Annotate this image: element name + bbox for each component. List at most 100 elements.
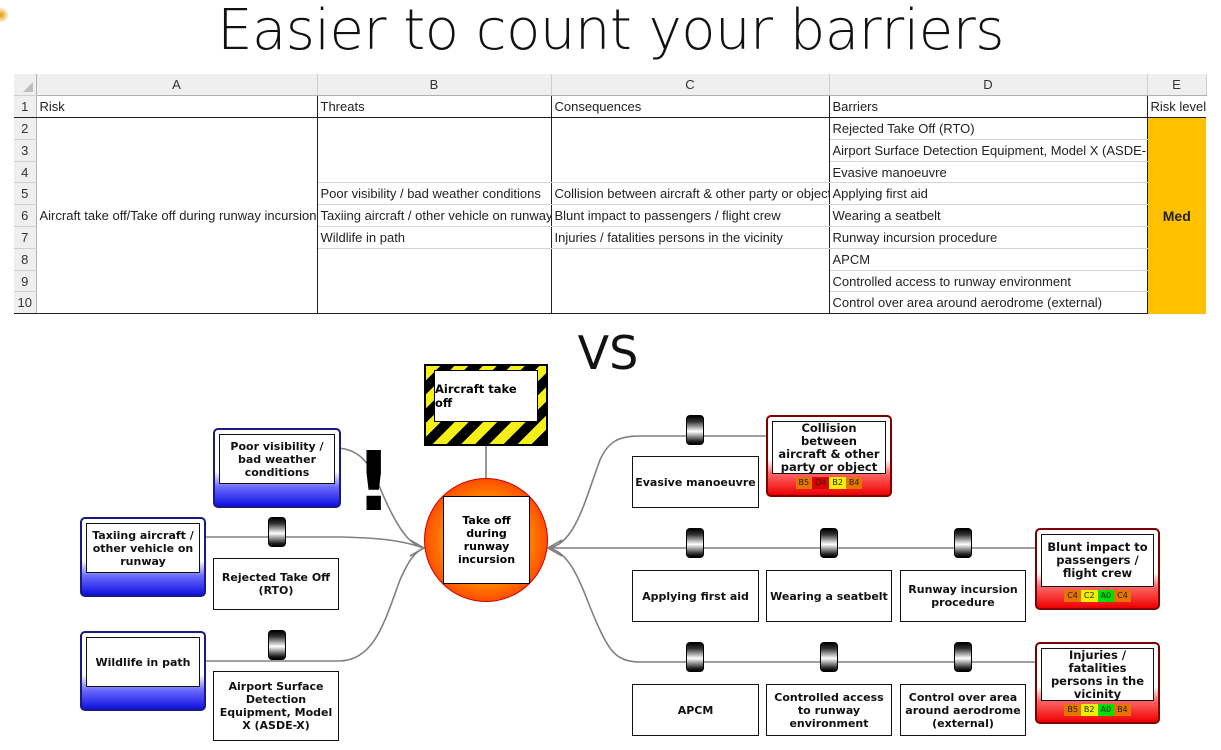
- threat-node[interactable]: Poor visibility / bad weather conditions: [213, 428, 341, 508]
- cell[interactable]: [317, 270, 552, 292]
- cell[interactable]: [551, 291, 830, 315]
- connector-line: [205, 536, 425, 549]
- hazard-node[interactable]: Aircraft take off: [424, 364, 548, 446]
- risk-rating-badge: B2: [1080, 704, 1098, 716]
- barrier-handle-icon: [954, 642, 972, 672]
- cell[interactable]: [551, 161, 830, 184]
- row-header[interactable]: 3: [14, 139, 37, 162]
- cell[interactable]: [551, 248, 830, 271]
- cell-barrier[interactable]: Applying first aid: [829, 182, 1148, 206]
- consequence-label: Blunt impact to passengers / flight crew: [1041, 534, 1154, 587]
- cell-header-threats[interactable]: Threats: [317, 95, 552, 119]
- cell[interactable]: [317, 291, 552, 315]
- cell-threat[interactable]: Wildlife in path: [317, 226, 552, 249]
- column-header-a[interactable]: A: [36, 74, 318, 97]
- cell-barrier[interactable]: Runway incursion procedure: [829, 226, 1148, 249]
- barrier-node[interactable]: Airport Surface Detection Equipment, Mod…: [213, 671, 339, 741]
- barrier-node[interactable]: Wearing a seatbelt: [766, 570, 892, 622]
- barrier-handle-icon: [820, 642, 838, 672]
- column-header-d[interactable]: D: [829, 74, 1148, 97]
- row-header[interactable]: 4: [14, 161, 37, 184]
- barrier-node[interactable]: APCM: [632, 684, 759, 736]
- barrier-node[interactable]: Evasive manoeuvre: [632, 456, 759, 508]
- cell[interactable]: [551, 270, 830, 292]
- row-header[interactable]: 8: [14, 248, 37, 271]
- barrier-handle-icon: [686, 415, 704, 445]
- threat-node[interactable]: Wildlife in path: [80, 631, 206, 711]
- consequence-node[interactable]: Collision between aircraft & other party…: [766, 415, 892, 497]
- barrier-node[interactable]: Applying first aid: [632, 570, 759, 622]
- connector-lines: [205, 435, 1037, 663]
- barrier-node[interactable]: Runway incursion procedure: [900, 570, 1026, 622]
- cell-header-risk-level[interactable]: Risk level: [1147, 95, 1206, 119]
- spreadsheet: A B C D E 1 Risk Threats Consequences Ba…: [14, 74, 1207, 315]
- cell-barrier[interactable]: Rejected Take Off (RTO): [829, 117, 1148, 140]
- column-header-e[interactable]: E: [1147, 74, 1207, 97]
- barrier-node[interactable]: Controlled access to runway environment: [766, 684, 892, 736]
- row-header[interactable]: 6: [14, 204, 37, 228]
- connector-line: [547, 435, 770, 549]
- consequence-node[interactable]: Injuries / fatalities persons in the vic…: [1035, 642, 1160, 724]
- cell-header-barriers[interactable]: Barriers: [829, 95, 1148, 119]
- row-header[interactable]: 1: [14, 95, 37, 119]
- cell-consequence[interactable]: Injuries / fatalities persons in the vic…: [551, 226, 830, 249]
- connector-line: [547, 547, 1037, 663]
- table-row: 2 Rejected Take Off (RTO) Med: [14, 117, 1206, 314]
- cell-barrier[interactable]: Controlled access to runway environment: [829, 270, 1148, 293]
- connector-arrow: [546, 539, 563, 557]
- top-event-node[interactable]: Take off during runway incursion: [424, 478, 548, 602]
- cell-threat[interactable]: Poor visibility / bad weather conditions: [317, 182, 552, 206]
- risk-rating-badge: B2: [829, 477, 846, 489]
- cell-barrier[interactable]: Wearing a seatbelt: [829, 204, 1148, 228]
- barrier-node[interactable]: Rejected Take Off (RTO): [213, 558, 339, 610]
- cell-header-risk[interactable]: Risk: [36, 95, 318, 119]
- bowtie-diagram: ! Aircraft take off Take off during runw…: [0, 340, 1221, 750]
- table-row: 7 Wildlife in path Injuries / fatalities…: [14, 226, 1206, 249]
- row-header[interactable]: 10: [14, 291, 37, 315]
- cell-barrier[interactable]: Evasive manoeuvre: [829, 161, 1148, 184]
- cell[interactable]: [36, 291, 318, 315]
- exclamation-icon: !: [355, 435, 393, 530]
- cell[interactable]: [36, 139, 318, 162]
- cell[interactable]: [36, 248, 318, 271]
- threat-label: Poor visibility / bad weather conditions: [219, 434, 335, 484]
- cell[interactable]: [317, 117, 552, 140]
- row-header[interactable]: 5: [14, 182, 37, 206]
- threat-node[interactable]: Taxiing aircraft / other vehicle on runw…: [80, 517, 206, 597]
- select-all-corner[interactable]: [14, 74, 37, 97]
- cell-consequence[interactable]: Collision between aircraft & other party…: [551, 182, 830, 206]
- cell[interactable]: [317, 139, 552, 162]
- cell[interactable]: [317, 248, 552, 271]
- consequence-node[interactable]: Blunt impact to passengers / flight crew…: [1035, 528, 1160, 610]
- barrier-node[interactable]: Control over area around aerodrome (exte…: [900, 684, 1026, 736]
- hazard-label: Aircraft take off: [434, 370, 538, 422]
- row-header[interactable]: 9: [14, 270, 37, 293]
- cell[interactable]: [36, 117, 318, 140]
- risk-rating-badge: B5: [795, 477, 813, 489]
- row-header[interactable]: 2: [14, 117, 37, 140]
- cell-consequence[interactable]: Blunt impact to passengers / flight crew: [551, 204, 830, 228]
- cell[interactable]: [551, 117, 830, 140]
- cell-barrier[interactable]: Control over area around aerodrome (exte…: [829, 291, 1148, 315]
- cell[interactable]: [36, 182, 318, 205]
- risk-rating-badge: A0: [1097, 590, 1115, 602]
- table-row: 6 Aircraft take off/Take off during runw…: [14, 204, 1206, 228]
- column-header-c[interactable]: C: [551, 74, 830, 97]
- cell[interactable]: [551, 139, 830, 162]
- cell[interactable]: [36, 226, 318, 249]
- cell-header-consequences[interactable]: Consequences: [551, 95, 830, 119]
- column-header-b[interactable]: B: [317, 74, 552, 97]
- cell-barrier[interactable]: Airport Surface Detection Equipment, Mod…: [829, 139, 1148, 162]
- cell-threat[interactable]: Taxiing aircraft / other vehicle on runw…: [317, 204, 552, 228]
- cell-risk-level[interactable]: Med: [1147, 117, 1206, 314]
- cell[interactable]: [36, 270, 318, 292]
- cell[interactable]: [36, 161, 318, 183]
- consequence-label: Injuries / fatalities persons in the vic…: [1041, 648, 1154, 701]
- decorative-glow: [0, 8, 8, 22]
- row-header[interactable]: 7: [14, 226, 37, 249]
- cell-barrier[interactable]: APCM: [829, 248, 1148, 271]
- cell[interactable]: [317, 161, 552, 184]
- cell-risk[interactable]: Aircraft take off/Take off during runway…: [36, 204, 318, 227]
